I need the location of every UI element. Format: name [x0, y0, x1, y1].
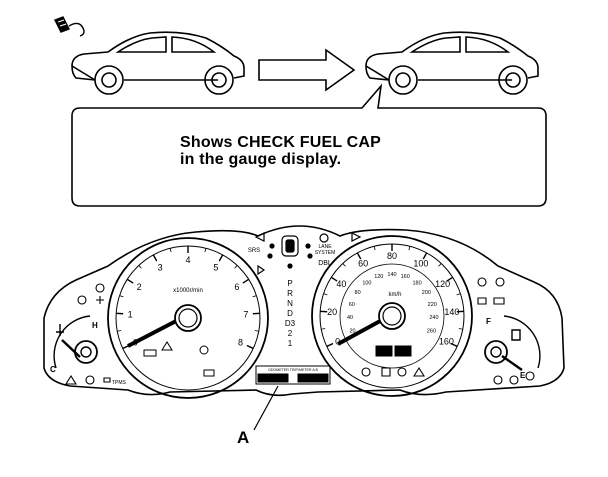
left-warning-icons [66, 284, 110, 384]
fuel-full-label: F [486, 317, 491, 326]
speedometer-label: 40 [336, 279, 346, 289]
tachometer-label: 3 [158, 262, 163, 272]
arrow-right-icon [259, 50, 354, 90]
tachometer-label: 7 [243, 309, 248, 319]
tachometer-warning-icons [144, 342, 214, 376]
gear-position-label: R [287, 289, 293, 298]
speedometer-minor-tick [343, 263, 346, 266]
speedometer-label: 120 [435, 279, 450, 289]
speedometer-inner-label: 120 [374, 274, 383, 280]
tachometer-label: 1 [128, 309, 133, 319]
speedometer-label: 20 [327, 307, 337, 317]
speedometer-minor-tick [457, 294, 461, 295]
speedometer-tick [327, 343, 333, 346]
gear-position-label: 2 [288, 329, 293, 338]
gear-position-label: 1 [288, 339, 293, 348]
tachometer-tick [153, 255, 156, 261]
leader-line-a [254, 386, 278, 430]
speedometer-inner-label: 180 [412, 280, 421, 286]
speedometer-minor-tick [321, 329, 325, 330]
speedometer-inner-label: 40 [347, 315, 353, 321]
speedometer-minor-tick [409, 246, 410, 250]
tachometer-minor-tick [117, 331, 121, 332]
tachometer-minor-tick [234, 265, 237, 268]
speedometer-inner-label: 140 [387, 272, 396, 278]
tachometer-tick [247, 345, 253, 348]
speedometer-minor-tick [324, 294, 328, 295]
fuel-cap-icon [55, 17, 84, 36]
speedometer-unit: km/h [388, 292, 401, 298]
fuel-gauge [485, 316, 540, 370]
tachometer-label: 6 [234, 282, 239, 292]
tachometer-label-small: SRS [248, 248, 260, 254]
gear-position-label: D [287, 309, 293, 318]
tachometer-label: 8 [238, 338, 243, 348]
speedometer-inner-label: 260 [427, 328, 436, 334]
speedometer-minor-tick [459, 329, 463, 330]
tachometer-minor-tick [255, 331, 259, 332]
tachometer-minor-tick [253, 296, 257, 297]
engine-code-label: TPMS [112, 380, 127, 386]
tachometer-tick [219, 255, 222, 261]
fuel-empty-label: E [520, 371, 526, 380]
tachometer-label: 2 [137, 282, 142, 292]
gear-position-label: N [287, 299, 293, 308]
speedometer-minor-tick [374, 246, 375, 250]
speedometer-inner-label: 100 [362, 280, 371, 286]
tachometer-tick [127, 279, 133, 283]
speedometer-inner-label: 80 [355, 290, 361, 296]
tachometer-minor-tick [120, 296, 124, 297]
callout-label-a: A [237, 428, 249, 448]
tachometer-minor-tick [170, 248, 171, 252]
callout-text: Shows CHECK FUEL CAP in the gauge displa… [180, 134, 480, 168]
speedometer-label: 140 [444, 307, 459, 317]
tachometer-minor-tick [139, 265, 142, 268]
tachometer-minor-tick [205, 248, 206, 252]
tachometer-unit: x1000r/min [173, 288, 203, 294]
speedometer-minor-tick [438, 263, 441, 266]
speedometer-inner-label: 240 [429, 315, 438, 321]
temperature-gauge [54, 316, 97, 368]
speedometer-label: 100 [413, 259, 428, 269]
speedometer-inner-label: 200 [422, 290, 431, 296]
display-caption: ODOMETER TRIP/METER A B [268, 368, 318, 372]
speedometer-inner-label: 220 [428, 302, 437, 308]
dbl-label: DBL [318, 260, 332, 267]
temperature-cold-label: C [50, 365, 56, 374]
gear-position-label: D3 [285, 319, 296, 328]
gear-position-label: P [287, 279, 292, 288]
car-left-icon [72, 32, 244, 94]
tachometer-label: 5 [213, 262, 218, 272]
temperature-high-label: H [92, 321, 98, 330]
lane-label-b: SYSTEM [315, 250, 336, 256]
speedometer-label: 60 [358, 259, 368, 269]
speedometer-inner-label: 60 [349, 302, 355, 308]
car-right-icon [366, 32, 538, 94]
center-indicators [256, 233, 360, 274]
speedometer-inner-label: 160 [401, 274, 410, 280]
tachometer-tick [243, 279, 249, 283]
tachometer-label: 4 [185, 255, 190, 265]
speedometer-label: 80 [387, 251, 397, 261]
speedometer-label: 160 [439, 337, 454, 347]
